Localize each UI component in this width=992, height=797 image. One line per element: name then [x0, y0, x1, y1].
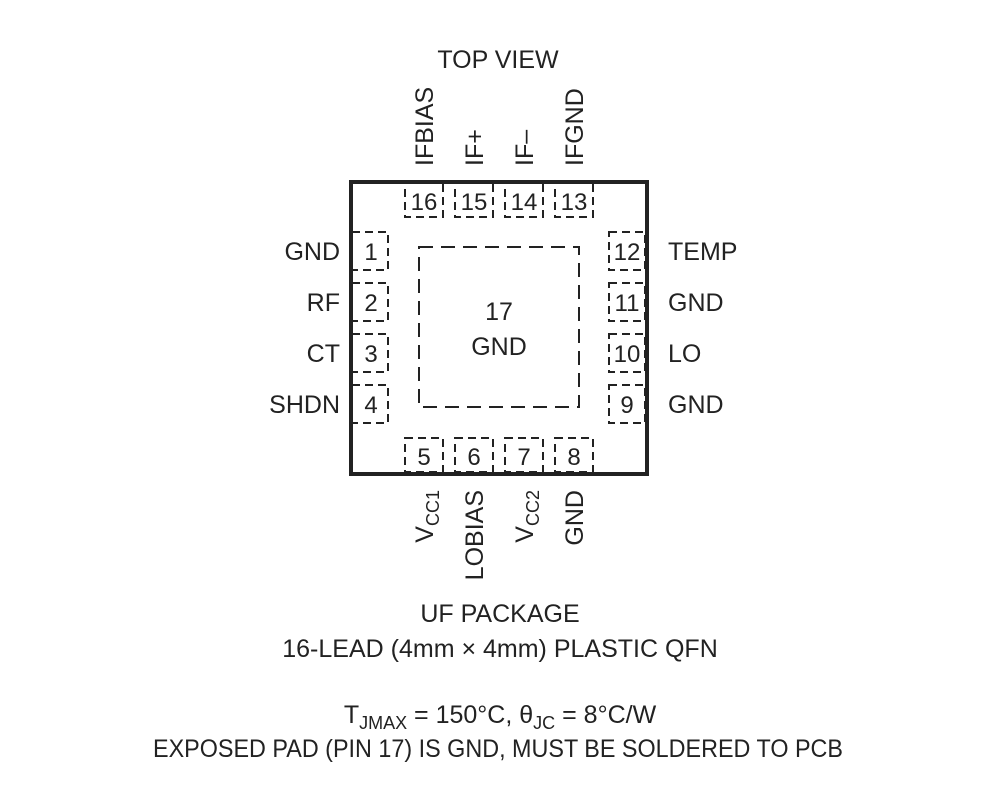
pin-name-gnd-11: GND: [668, 289, 724, 317]
package-description: 16-LEAD (4mm × 4mm) PLASTIC QFN: [282, 635, 718, 663]
pin-name-vcc2: VCC2: [511, 490, 543, 543]
pin-number-16: 16: [411, 189, 438, 216]
package-body: [349, 180, 649, 476]
pin-pad-16: [404, 182, 444, 218]
pin-pad-4: [351, 384, 389, 424]
pin-pad-9: [608, 384, 646, 424]
pin-number-6: 6: [467, 444, 480, 471]
pins-bottom: 5 VCC1 6 LOBIAS 7 VCC2 8 GND: [404, 437, 594, 580]
pin-pad-7: [504, 437, 544, 473]
pin-pad-13: [554, 182, 594, 218]
pin-name-if-plus: IF+: [461, 129, 489, 166]
pin-name-temp: TEMP: [668, 238, 737, 266]
pin-pad-8: [554, 437, 594, 473]
pin-number-4: 4: [364, 392, 377, 419]
pin-name-lobias: LOBIAS: [461, 490, 489, 580]
pin-pad-1: [351, 231, 389, 271]
pins-left: 1 GND 2 RF 3 CT 4 SHDN: [269, 231, 389, 424]
pins-right: 12 TEMP 11 GND 10 LO 9 GND: [608, 231, 737, 424]
pin-name-ifbias: IFBIAS: [411, 87, 439, 166]
pin-pad-3: [351, 333, 389, 373]
package-name: UF PACKAGE: [420, 600, 579, 628]
pin-pad-10: [608, 333, 646, 373]
pin-name-lo: LO: [668, 340, 701, 368]
pin-name-shdn: SHDN: [269, 391, 340, 419]
pin-pad-15: [454, 182, 494, 218]
pin-number-5: 5: [417, 444, 430, 471]
pin-pad-12: [608, 231, 646, 271]
top-view-title: TOP VIEW: [437, 46, 559, 74]
pin-pad-6: [454, 437, 494, 473]
pin-pad-2: [351, 282, 389, 322]
exposed-pad-name: GND: [471, 333, 527, 361]
pin-name-gnd-8: GND: [561, 490, 589, 546]
pin-pad-14: [504, 182, 544, 218]
pin-number-11: 11: [615, 290, 640, 317]
exposed-pad-number: 17: [485, 298, 513, 326]
exposed-pad-note: EXPOSED PAD (PIN 17) IS GND, MUST BE SOL…: [153, 735, 843, 763]
pin-number-14: 14: [511, 189, 538, 216]
pin-name-vcc1: VCC1: [411, 490, 443, 543]
pin-number-12: 12: [614, 239, 641, 266]
pins-top: 16 IFBIAS 15 IF+ 14 IF– 13 IFGND: [404, 87, 594, 218]
pin-name-ifgnd: IFGND: [561, 88, 589, 166]
pin-number-15: 15: [461, 189, 488, 216]
pin-name-if-minus: IF–: [511, 130, 539, 166]
pin-number-1: 1: [364, 239, 377, 266]
exposed-pad: [418, 246, 580, 408]
pin-number-13: 13: [561, 189, 588, 216]
pin-name-gnd-9: GND: [668, 391, 724, 419]
pin-pad-5: [404, 437, 444, 473]
pin-name-ct: CT: [307, 340, 340, 368]
pin-number-7: 7: [517, 444, 530, 471]
thermal-spec: TJMAX = 150°C, θJC = 8°C/W: [344, 701, 657, 733]
pin-number-10: 10: [614, 341, 641, 368]
pin-name-rf: RF: [307, 289, 340, 317]
pin-number-2: 2: [364, 290, 377, 317]
pin-number-8: 8: [567, 444, 580, 471]
pin-number-3: 3: [364, 341, 377, 368]
pin-pad-11: [608, 282, 646, 322]
pin-name-gnd-1: GND: [284, 238, 340, 266]
pin-number-9: 9: [620, 392, 633, 419]
